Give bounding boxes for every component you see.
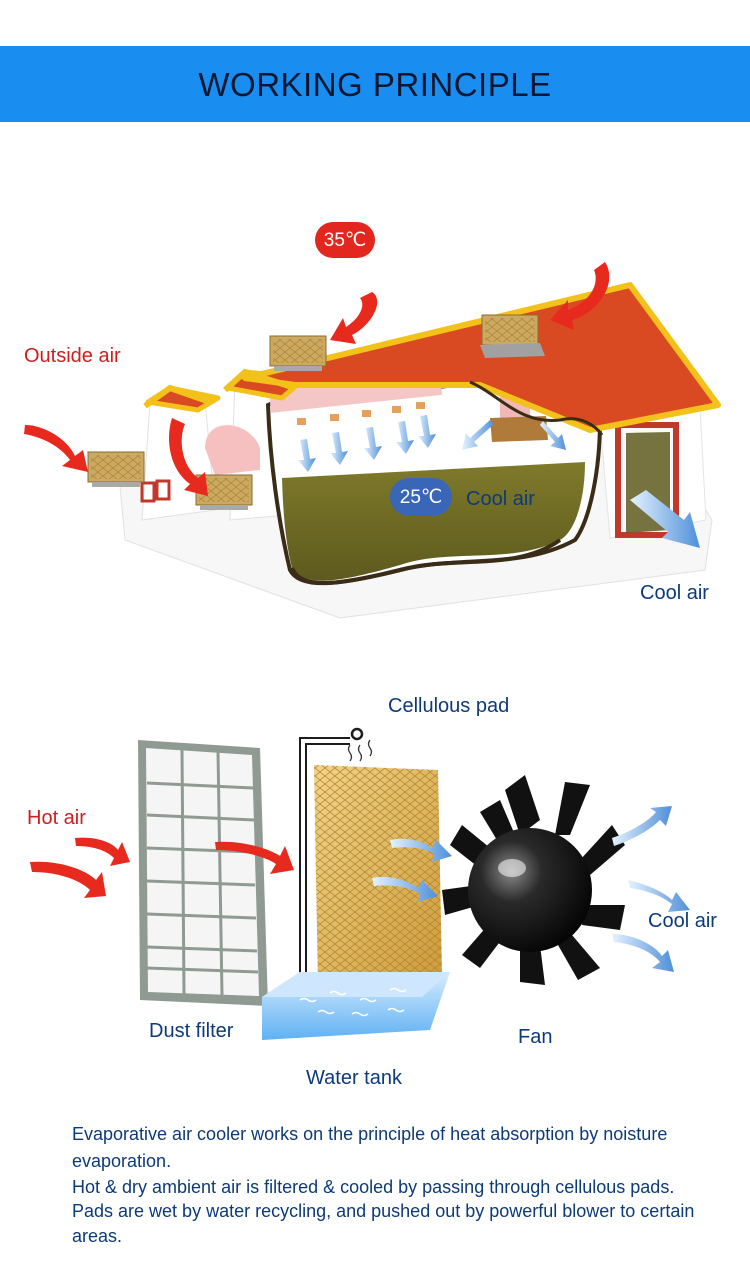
hot-air-label: Hot air <box>27 807 86 829</box>
hot-air-arrow-icon <box>24 262 610 496</box>
wavy-vapor-icon <box>347 739 373 762</box>
cool-air-fan-label: Cool air <box>648 910 717 932</box>
cellulous-pad <box>314 765 442 985</box>
description: Evaporative air cooler works on the prin… <box>72 1121 712 1248</box>
water-tank-label: Water tank <box>306 1067 402 1089</box>
description-line-1: Evaporative air cooler works on the prin… <box>72 1124 668 1171</box>
fan-label: Fan <box>518 1026 553 1048</box>
cellulous-pad-label: Cellulous pad <box>388 695 510 717</box>
water-pipe <box>299 727 364 985</box>
outside-air-label: Outside air <box>24 345 121 367</box>
fan-blade-icon <box>442 775 625 985</box>
header-banner: WORKING PRINCIPLE <box>0 46 750 122</box>
cool-air-outside-label: Cool air <box>640 582 709 604</box>
hot-temperature-label: 35℃ <box>323 229 367 251</box>
dust-filter-label: Dust filter <box>149 1020 234 1042</box>
page-title: WORKING PRINCIPLE <box>198 66 552 103</box>
cool-temperature-badge: 25℃ <box>390 478 452 516</box>
cool-temperature-label: 25℃ <box>399 486 443 508</box>
description-line-2: Hot & dry ambient air is filtered & cool… <box>72 1177 675 1197</box>
dust-filter <box>138 740 268 1006</box>
cool-air-inside-label: Cool air <box>466 488 535 510</box>
hot-air-arrow-icon <box>30 837 294 898</box>
cool-air-arrow-icon <box>298 415 700 548</box>
hot-temperature-badge: 35℃ <box>315 222 375 258</box>
house-illustration <box>24 262 721 619</box>
water-tank <box>262 972 450 1040</box>
cool-air-arrow-icon <box>372 806 690 972</box>
description-line-3: Pads are wet by water recycling, and pus… <box>72 1201 695 1246</box>
